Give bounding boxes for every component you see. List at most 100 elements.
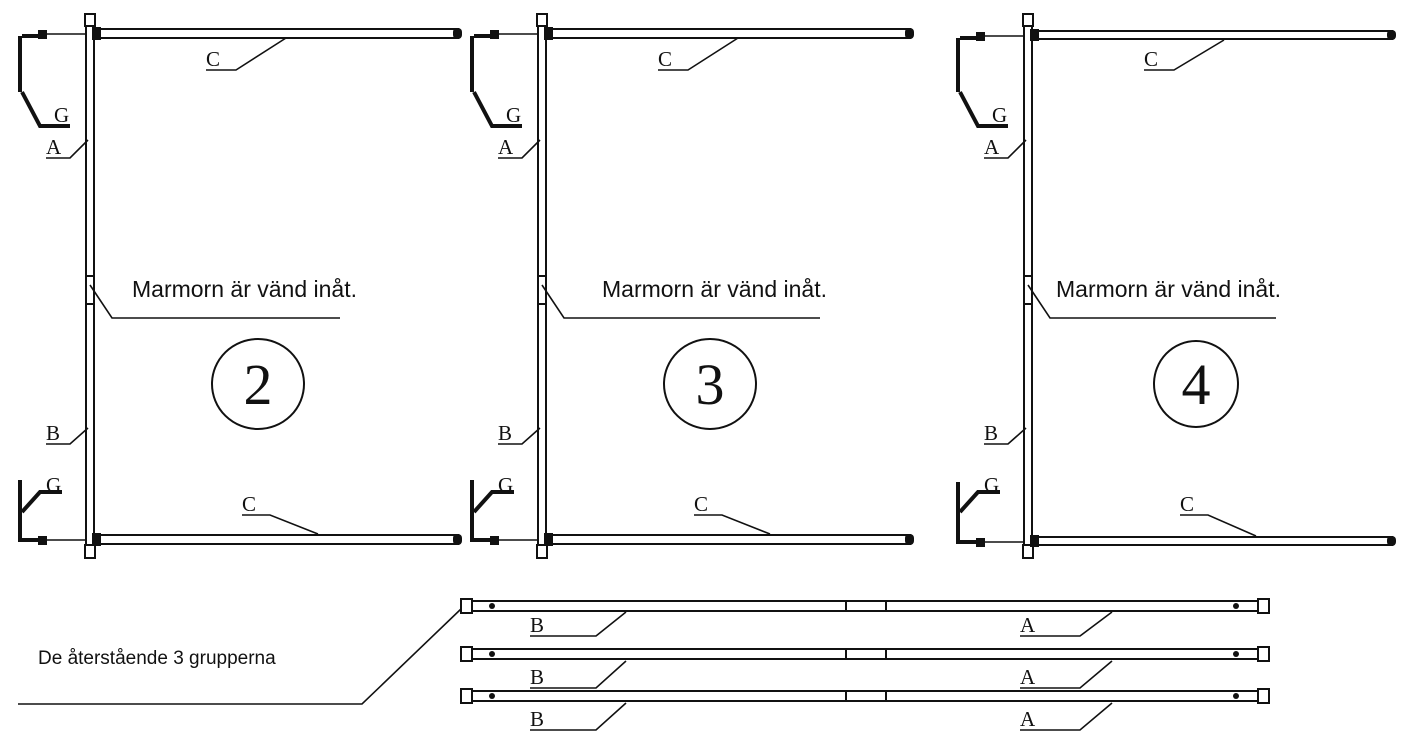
bottom-bracket-g [956,482,1000,544]
rod-label-a: A [1020,613,1036,637]
bottom-rod-c [547,534,911,545]
caption-leader [18,607,463,705]
top-rod-right-end [1387,30,1396,40]
post-top-cap [1022,13,1034,27]
bottom-rod-left-end [1030,535,1039,547]
post-bottom-cap [536,544,548,559]
label-c-bottom: C [242,492,256,516]
frame-4: G A C B G C Marmorn är vänd inåt. 4 [956,13,1396,559]
leader-a [498,139,541,159]
remaining-rod: B A [460,688,1270,731]
leader-c-top [1144,39,1225,71]
rod-left-hole [489,693,495,699]
rod-left-end [460,598,473,614]
bottom-bracket-knob [38,536,47,545]
label-g-bottom: G [46,473,61,497]
rod-label-b: B [530,613,544,637]
frame-note: Marmorn är vänd inåt. [132,276,357,302]
leader-c-top [206,37,287,71]
bottom-rod-c [1033,536,1393,546]
remaining-rod: B A [460,646,1270,689]
rod-right-end [1257,646,1270,662]
bottom-rod-right-end [453,534,462,545]
rod-label-a: A [1020,665,1036,689]
label-c-top: C [206,47,220,71]
label-a: A [46,135,62,159]
leader-a [1020,611,1113,637]
top-bracket-knob [38,30,47,39]
rod-right-hole [1233,693,1239,699]
rod-right-end [1257,598,1270,614]
step-number: 2 [244,352,273,417]
leader-b [530,611,627,637]
post-top-cap [84,13,96,27]
bottom-rod-c [95,534,459,545]
step-number: 4 [1182,352,1211,417]
label-c-top: C [658,47,672,71]
top-rod-left-end [544,27,553,40]
rod-sleeve [845,648,887,660]
remaining-caption: De återstående 3 grupperna [38,648,276,669]
label-c-bottom: C [694,492,708,516]
top-rod-left-end [92,27,101,40]
rod-left-hole [489,651,495,657]
leader-c-bottom [694,514,771,535]
bottom-bracket-knob [490,536,499,545]
top-bracket-knob [976,32,985,41]
label-a: A [498,135,514,159]
top-rod-c [547,28,911,39]
rod-label-b: B [530,665,544,689]
rod-left-hole [489,603,495,609]
top-rod-c [95,28,459,39]
top-rod-right-end [453,28,462,39]
leader-c-top [658,37,739,71]
rod-sleeve [845,600,887,612]
rod-label-b: B [530,707,544,731]
label-g-bottom: G [498,473,513,497]
label-b: B [498,421,512,445]
bottom-bracket-g [18,480,62,542]
leader-b [530,702,627,731]
leader-c-bottom [242,514,319,535]
frame-3: G A C B G C Marmorn är vänd inåt. 3 [470,13,914,559]
label-a: A [984,135,1000,159]
post-top-cap [536,13,548,27]
bottom-rod-right-end [905,534,914,545]
step-number: 3 [696,352,725,417]
bottom-rod-left-end [92,533,101,546]
top-rod-c [1033,30,1393,40]
label-g-top: G [506,103,521,127]
remaining-rod: B A [460,598,1270,637]
label-b: B [984,421,998,445]
rod-sleeve [845,690,887,702]
leader-b [498,427,541,445]
step-number-circle [211,338,305,430]
rod-right-hole [1233,603,1239,609]
leader-a [1020,660,1113,689]
leader-note [89,284,340,319]
label-g-top: G [54,103,69,127]
leader-a [46,139,89,159]
rod-right-end [1257,688,1270,704]
leader-b [46,427,89,445]
label-c-top: C [1144,47,1158,71]
bottom-bracket-g [470,480,514,542]
leader-a [1020,702,1113,731]
post-bottom-cap [1022,544,1034,559]
bottom-rod-left-end [544,533,553,546]
leader-note [1027,284,1276,319]
label-b: B [46,421,60,445]
leader-note [541,284,820,319]
top-rod-right-end [905,28,914,39]
label-g-bottom: G [984,473,999,497]
rod-right-hole [1233,651,1239,657]
bottom-rod-right-end [1387,536,1396,546]
post-bottom-cap [84,544,96,559]
frame-2: G A C B G C Marmorn är vänd inåt. 2 [18,13,462,559]
leader-a [984,139,1027,159]
frame-note: Marmorn är vänd inåt. [1056,276,1281,302]
label-c-bottom: C [1180,492,1194,516]
step-number-circle [663,338,757,430]
remaining-groups: De återstående 3 grupperna B A B [18,598,1270,731]
